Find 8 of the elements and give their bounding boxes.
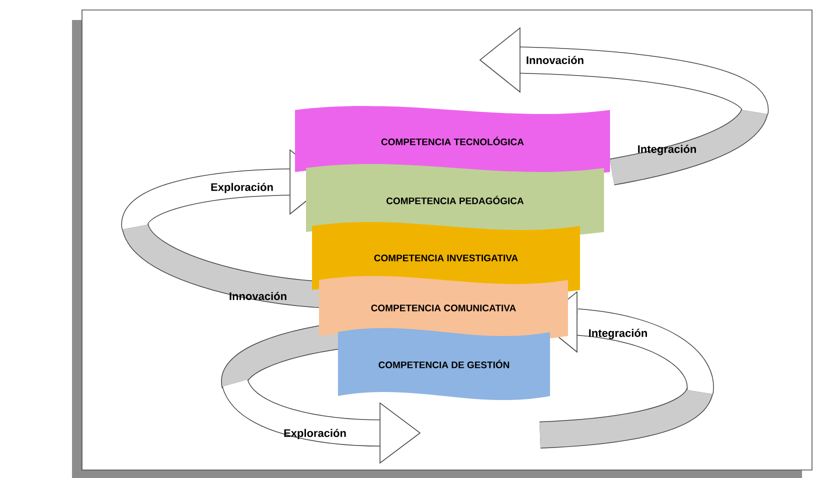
arrow-label: Exploración: [211, 182, 273, 194]
arrow-label: Integración: [589, 328, 647, 340]
banner: COMPETENCIA PEDAGÓGICA: [306, 164, 604, 236]
banner: COMPETENCIA COMUNICATIVA: [319, 276, 568, 340]
banner: COMPETENCIA TECNOLÓGICA: [295, 106, 610, 176]
arrow-label: Innovación: [526, 56, 584, 64]
arrow-label: Exploración: [284, 428, 346, 440]
banner: COMPETENCIA DE GESTIÓN: [338, 328, 550, 400]
